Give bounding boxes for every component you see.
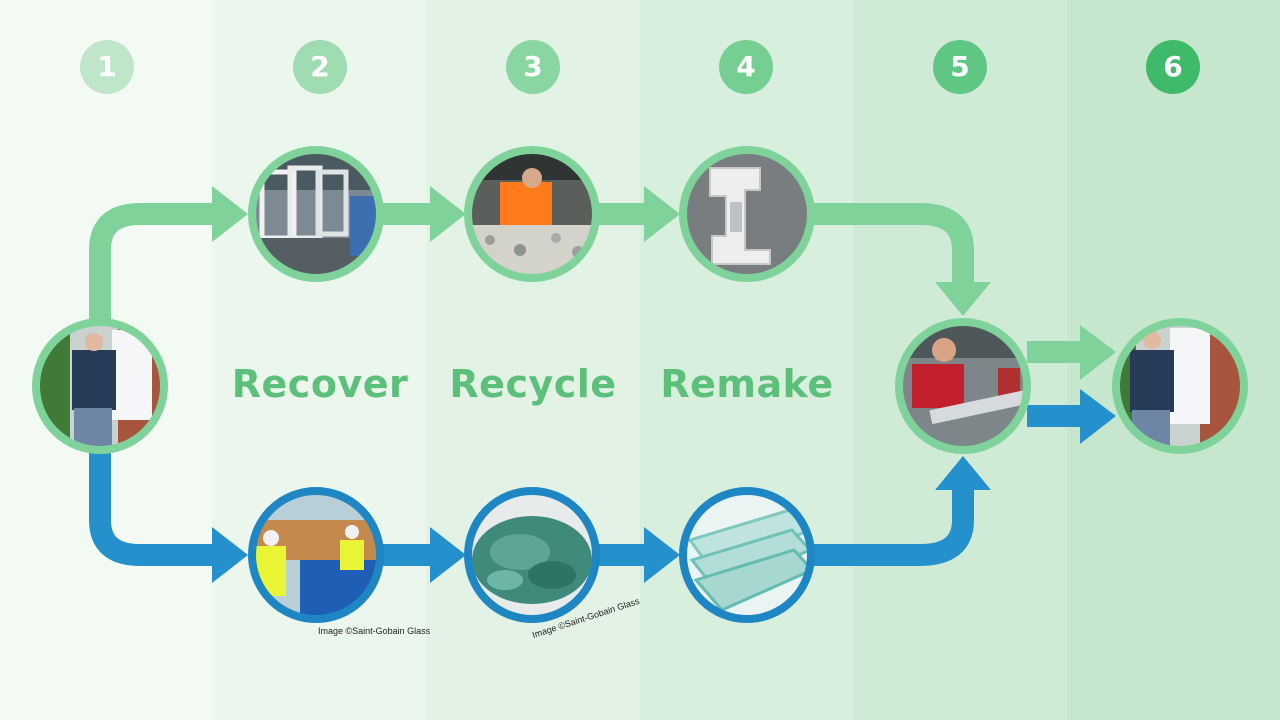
ring	[248, 487, 384, 623]
arrow-icon	[1080, 389, 1116, 444]
pvc-arrowheads	[212, 186, 1116, 380]
glass-flow-path	[89, 405, 1080, 566]
ring	[464, 487, 600, 623]
ring	[32, 318, 168, 454]
ring	[679, 487, 815, 623]
arrow-icon	[935, 456, 991, 490]
ring	[679, 146, 815, 282]
step-badge-6: 6	[1146, 40, 1200, 94]
ring	[895, 318, 1031, 454]
stage-label-recover: Recover	[231, 362, 409, 406]
ring	[1112, 318, 1248, 454]
arrow-icon	[1080, 325, 1116, 380]
arrow-icon	[644, 186, 680, 242]
step-badge-4: 4	[719, 40, 773, 94]
arrow-icon	[935, 282, 991, 316]
arrow-icon	[430, 186, 466, 242]
step-badge-2: 2	[293, 40, 347, 94]
step-badge-1: 1	[80, 40, 134, 94]
arrow-icon	[430, 527, 466, 583]
step-badge-3: 3	[506, 40, 560, 94]
stage-label-recycle: Recycle	[449, 362, 617, 406]
pvc-flow-path	[89, 203, 1080, 363]
image-credit: Image ©Saint-Gobain Glass	[318, 626, 431, 636]
arrow-icon	[212, 186, 248, 242]
step-badge-5: 5	[933, 40, 987, 94]
stage-label-remake: Remake	[660, 362, 834, 406]
arrow-icon	[212, 527, 248, 583]
ring	[248, 146, 384, 282]
glass-arrowheads	[212, 389, 1116, 583]
arrow-icon	[644, 527, 680, 583]
ring	[464, 146, 600, 282]
